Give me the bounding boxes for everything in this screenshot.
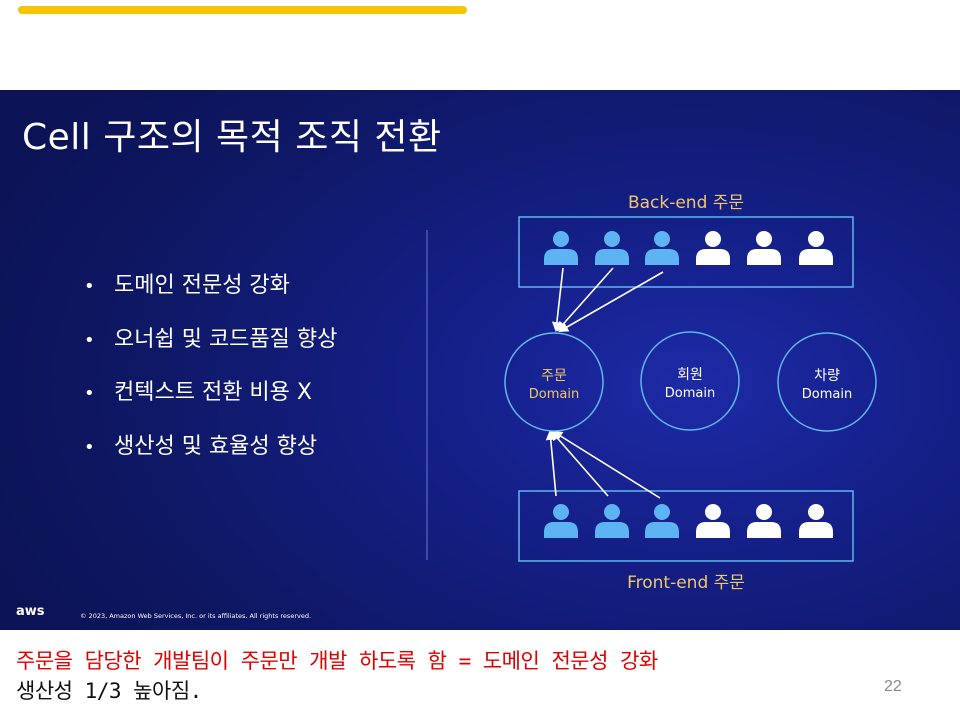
backend-team-label: Back-end 주문 [627,193,745,213]
domain-member: 회원 Domain [640,331,740,431]
backend-person-icon [696,231,730,265]
frontend-person-icon [747,504,781,538]
arrow-frontend-2 [550,430,609,497]
bullet-text: 컨텍스트 전환 비용 X [114,380,312,405]
note-line-red: 주문을 담당한 개발팀이 주문만 개발 하도록 함 = 도메인 전문성 강화 [16,649,658,673]
backend-person-icon [747,231,781,265]
domain-vehicle-name: 차량 [814,368,840,384]
backend-person-icon [799,231,833,265]
bullet-dot-icon: • [84,329,95,351]
backend-team-box [518,216,854,288]
backend-person-icon [544,231,578,265]
frontend-team-label: Front-end 주문 [627,573,745,593]
arrow-frontend-1 [545,430,557,497]
divider-line [426,230,428,560]
frontend-person-icon [696,504,730,538]
frontend-person-icon [645,504,679,538]
domain-order-name: 주문 [541,368,567,384]
bullet-dot-icon: • [84,383,95,404]
arrow-backend-3 [558,271,664,332]
backend-team-members [544,231,833,265]
aws-logo: aws [16,604,45,619]
page-number: 22 [884,678,902,695]
accent-bar [18,6,467,14]
arrow-backend-1 [551,267,564,332]
backend-person-icon [645,231,679,265]
domain-vehicle: 차량 Domain [777,332,877,432]
slide: Cell 구조의 목적 조직 전환 • 도메인 전문성 강화 • 오너쉽 및 코드품… [0,90,960,630]
bullet-list: • 도메인 전문성 강화 • 오너쉽 및 코드품질 향상 • 컨텍스트 전환 비용 X… [84,268,337,482]
frontend-team-box [518,490,854,562]
copyright-text: © 2023, Amazon Web Services, Inc. or its… [80,612,312,620]
arrow-frontend-3 [552,430,661,499]
bullet-dot-icon: • [84,276,95,297]
domain-order-sub: Domain [529,387,579,402]
domain-member-sub: Domain [665,386,715,401]
domain-order: 주문 Domain [504,332,604,432]
bullet-text: 도메인 전문성 강화 [114,273,290,298]
bullet-text: 오너쉽 및 코드품질 향상 [114,326,338,352]
bullet-item: • 생산성 및 효율성 향상 [84,429,337,483]
bullet-item: • 컨텍스트 전환 비용 X [84,375,337,429]
frontend-person-icon [799,504,833,538]
frontend-person-icon [595,504,629,538]
bullet-dot-icon: • [84,436,95,458]
backend-person-icon [595,231,629,265]
domain-member-name: 회원 [677,367,703,383]
note-line-black: 생산성 1/3 높아짐. [16,679,202,703]
domain-vehicle-sub: Domain [802,387,852,402]
bullet-item: • 도메인 전문성 강화 [84,268,337,322]
arrow-backend-2 [556,267,614,332]
slide-title: Cell 구조의 목적 조직 전환 [22,117,442,158]
team-domain-diagram: 주문 Domain 회원 Domain 차량 Domain [504,216,877,562]
bullet-text: 생산성 및 효율성 향상 [114,433,318,459]
bullet-item: • 오너쉽 및 코드품질 향상 [84,322,337,376]
frontend-person-icon [544,504,578,538]
frontend-team-members [544,504,833,538]
